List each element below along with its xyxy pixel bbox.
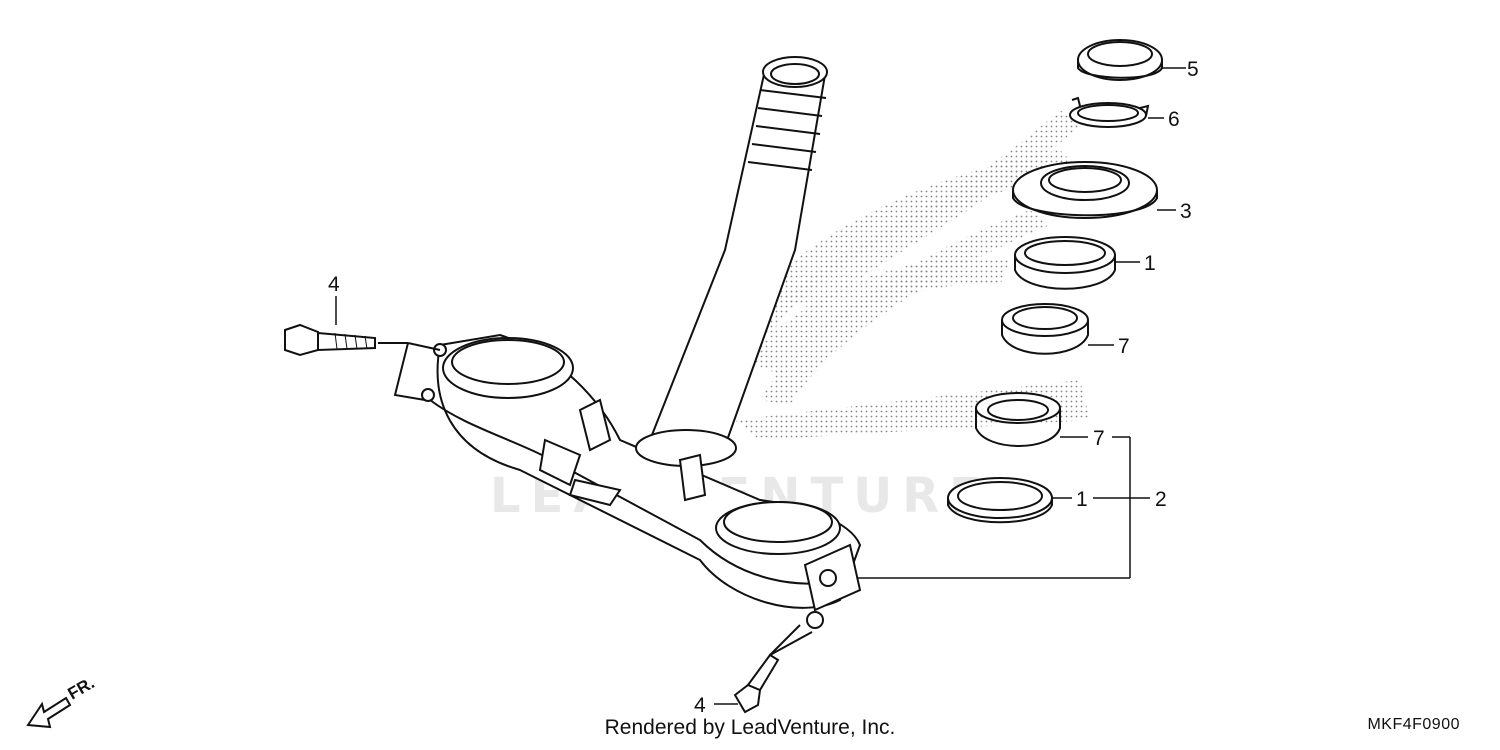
callout-5: 5 bbox=[1187, 58, 1199, 81]
leader-lines bbox=[335, 67, 1186, 705]
lock-washer bbox=[1069, 96, 1150, 128]
callout-2: 2 bbox=[1155, 488, 1167, 511]
callout-1-lower: 1 bbox=[1076, 488, 1088, 511]
callout-7-upper: 7 bbox=[1118, 335, 1130, 358]
arrow-icon bbox=[26, 696, 72, 729]
lower-race bbox=[947, 477, 1053, 524]
callout-4-top: 4 bbox=[328, 273, 340, 296]
footer-credit: Rendered by LeadVenture, Inc. bbox=[604, 716, 896, 739]
upper-bearing bbox=[1001, 303, 1089, 355]
direction-label: FR. bbox=[65, 673, 98, 703]
lower-bearing bbox=[975, 392, 1061, 447]
steering-stem-clamp bbox=[421, 333, 862, 629]
upper-race bbox=[1014, 236, 1116, 290]
bolt-bottom bbox=[733, 624, 813, 714]
callout-1-upper: 1 bbox=[1144, 252, 1156, 275]
callout-3: 3 bbox=[1180, 200, 1192, 223]
callout-6: 6 bbox=[1168, 108, 1180, 131]
steering-stem bbox=[648, 56, 828, 462]
callout-4-bottom: 4 bbox=[694, 694, 706, 717]
diagram-code: MKF4F0900 bbox=[1367, 716, 1460, 733]
bolt-top bbox=[284, 323, 441, 401]
callout-7-lower: 7 bbox=[1093, 427, 1105, 450]
ring-nut bbox=[1077, 39, 1163, 81]
dust-seal bbox=[1012, 161, 1158, 219]
callouts: 5 6 3 1 7 7 1 2 4 4 bbox=[328, 58, 1199, 717]
